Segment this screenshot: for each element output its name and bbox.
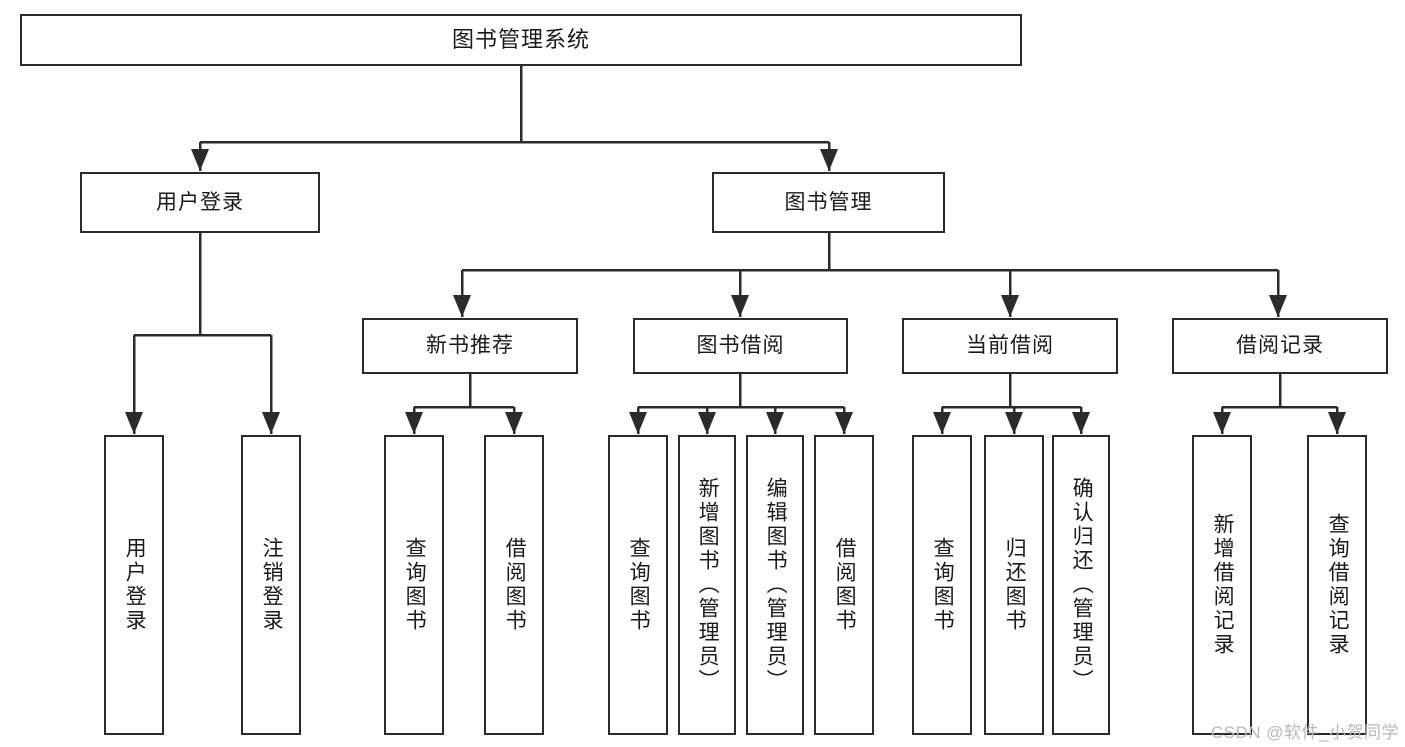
node-label: 借阅记录 [1236, 334, 1324, 358]
node-label: 查询借阅记录 [1326, 513, 1350, 657]
node-label: 图书管理 [784, 190, 873, 214]
node-leaf-user-login[interactable]: 用户登录 [104, 435, 164, 735]
node-new-book-recommendation[interactable]: 新书推荐 [362, 318, 578, 374]
node-leaf-borrow-book-recommend[interactable]: 借阅图书 [484, 435, 544, 735]
node-label: 查询图书 [403, 537, 427, 633]
node-label: 归还图书 [1003, 537, 1027, 633]
node-book-borrowing[interactable]: 图书借阅 [633, 318, 848, 374]
node-leaf-query-borrow-record[interactable]: 查询借阅记录 [1307, 435, 1367, 735]
node-leaf-logout[interactable]: 注销登录 [241, 435, 301, 735]
node-current-borrowing[interactable]: 当前借阅 [902, 318, 1118, 374]
node-leaf-query-book-current[interactable]: 查询图书 [912, 435, 972, 735]
node-leaf-query-book-borrow[interactable]: 查询图书 [608, 435, 668, 735]
node-label: 新增借阅记录 [1211, 513, 1235, 657]
node-label: 编辑图书（管理员） [764, 477, 788, 693]
node-leaf-return-book[interactable]: 归还图书 [984, 435, 1044, 735]
node-leaf-confirm-return-admin[interactable]: 确认归还（管理员） [1052, 435, 1110, 735]
node-label: 查询图书 [627, 537, 651, 633]
node-leaf-query-book-recommend[interactable]: 查询图书 [384, 435, 444, 735]
node-label: 确认归还（管理员） [1070, 477, 1094, 693]
node-leaf-edit-book-admin[interactable]: 编辑图书（管理员） [746, 435, 804, 735]
node-label: 新增图书（管理员） [696, 477, 720, 693]
node-label: 查询图书 [931, 537, 955, 633]
node-label: 图书借阅 [696, 334, 785, 358]
node-label: 借阅图书 [833, 537, 857, 633]
node-leaf-borrow-book[interactable]: 借阅图书 [814, 435, 874, 735]
node-leaf-add-borrow-record[interactable]: 新增借阅记录 [1192, 435, 1252, 735]
node-label: 图书管理系统 [451, 26, 590, 52]
node-leaf-add-book-admin[interactable]: 新增图书（管理员） [678, 435, 736, 735]
node-label: 用户登录 [123, 537, 147, 633]
csdn-watermark: CSDN @软件_小贺同学 [1210, 723, 1399, 742]
node-label: 注销登录 [260, 537, 284, 633]
node-user-login[interactable]: 用户登录 [80, 172, 320, 233]
node-label: 当前借阅 [966, 334, 1054, 358]
node-label: 用户登录 [156, 190, 244, 214]
node-book-management[interactable]: 图书管理 [712, 172, 945, 233]
node-borrowing-record[interactable]: 借阅记录 [1172, 318, 1388, 374]
node-label: 借阅图书 [503, 537, 527, 633]
node-label: 新书推荐 [426, 334, 514, 358]
node-root-book-management-system[interactable]: 图书管理系统 [20, 14, 1022, 66]
